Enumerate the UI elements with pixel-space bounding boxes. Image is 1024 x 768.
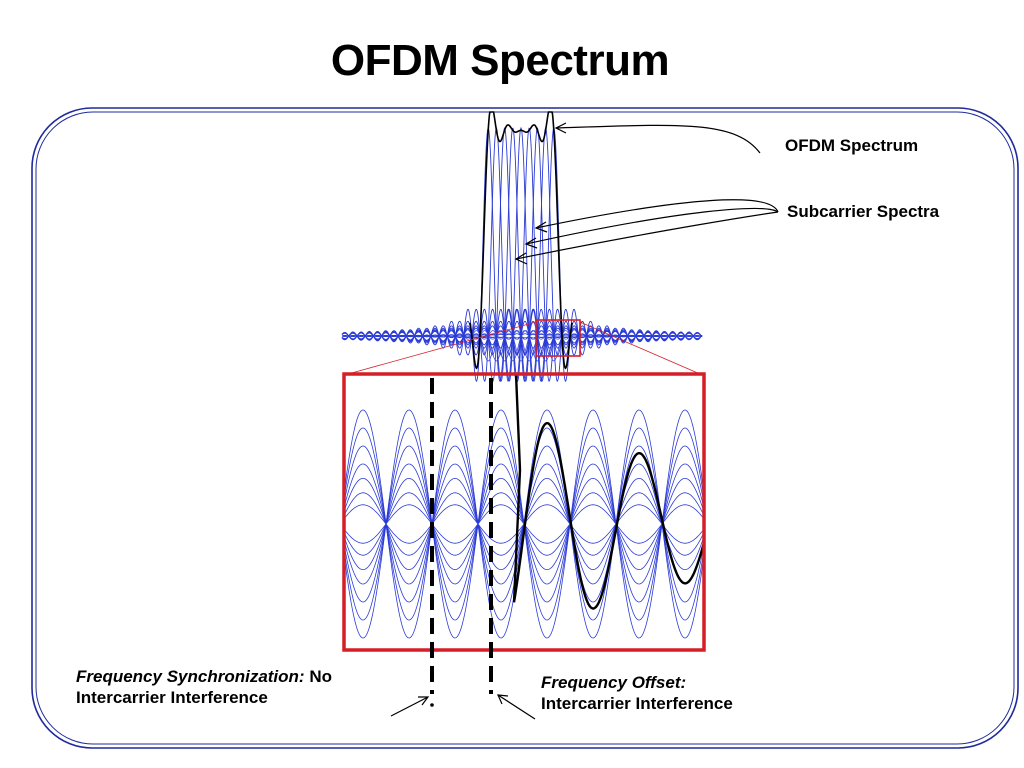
frequency-sync-ici: Intercarrier Interference — [76, 688, 268, 707]
subcarrier-curve-lower — [342, 330, 703, 362]
ofdm-spectrum-label: OFDM Spectrum — [785, 136, 919, 155]
subcarrier-curve-lower — [342, 330, 703, 362]
ofdm-envelope-curve — [469, 111, 573, 370]
frequency-offset-ici: Intercarrier Interference — [541, 694, 733, 713]
zoomed-subcarrier-curves — [344, 409, 704, 639]
zoom-region-box — [535, 319, 581, 357]
frequency-sync-heading: Frequency Synchronization: — [76, 667, 305, 686]
zoom-lobe-upper — [344, 504, 704, 544]
frequency-offset-label: Frequency Offset: Intercarrier Interfere… — [541, 672, 733, 714]
zoom-lobe-lower — [344, 504, 704, 544]
frequency-sync-label: Frequency Synchronization: No Intercarri… — [76, 666, 332, 708]
slide-title: OFDM Spectrum — [330, 36, 670, 85]
sync-arrow — [390, 696, 430, 717]
subcarrier-curve — [341, 127, 703, 382]
ofdm-envelope-plot — [469, 111, 573, 370]
frequency-offset-heading: Frequency Offset: — [541, 673, 687, 692]
sync-marker-dot — [430, 703, 434, 707]
subcarrier-spectra-label: Subcarrier Spectra — [787, 202, 940, 221]
zoom-connector-right — [579, 321, 701, 375]
subcarrier-curve — [341, 127, 703, 383]
zoom-connector-left — [347, 321, 537, 375]
zoomed-offset-curve — [512, 374, 704, 610]
subcarrier-arrows — [514, 199, 779, 265]
ofdm-spectrum-arrow — [554, 122, 761, 154]
subcarrier-spectra-plot — [341, 126, 703, 383]
zoomed-view-box — [342, 372, 706, 652]
offset-arrow — [497, 694, 536, 720]
slide-frame-inner — [35, 111, 1015, 745]
frequency-sync-no: No — [304, 667, 332, 686]
slide-frame-outer — [31, 107, 1019, 749]
offset-curve — [512, 374, 704, 610]
